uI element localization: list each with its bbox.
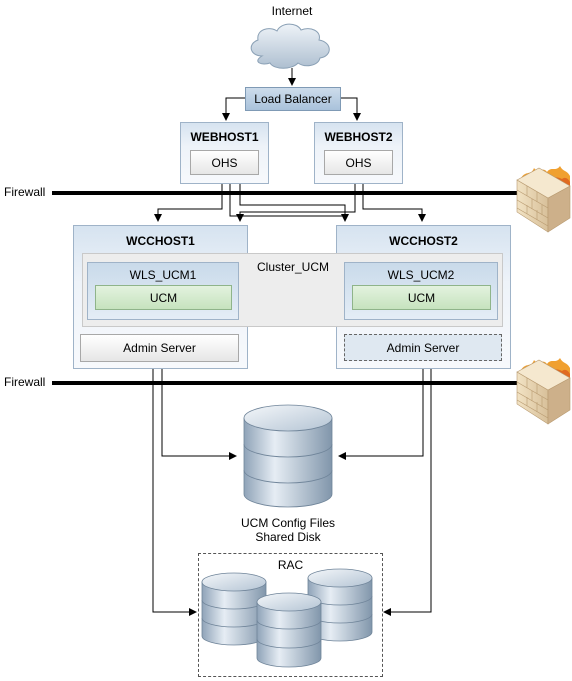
wls-ucm1-box: WLS_UCM1 UCM bbox=[87, 262, 239, 320]
webhost2-title: WEBHOST2 bbox=[324, 130, 393, 144]
lb-to-webhost1-arrow bbox=[222, 97, 245, 121]
wls-ucm2-title: WLS_UCM2 bbox=[387, 268, 455, 282]
firewall-icon bbox=[516, 166, 571, 233]
shared-disk-database-icon bbox=[243, 404, 333, 508]
load-balancer-label: Load Balancer bbox=[254, 92, 332, 106]
cluster-label: Cluster_UCM bbox=[256, 260, 329, 274]
load-balancer: Load Balancer bbox=[245, 87, 341, 111]
shared-disk-line2: Shared Disk bbox=[255, 530, 321, 544]
firewall-icon bbox=[516, 358, 571, 425]
internet-label: Internet bbox=[271, 4, 313, 18]
ucm1-box: UCM bbox=[95, 285, 232, 310]
wcchost1-title: WCCHOST1 bbox=[126, 234, 195, 248]
ucm1-label: UCM bbox=[149, 290, 178, 305]
firewall-label-1: Firewall bbox=[4, 185, 46, 199]
internet-cloud-icon bbox=[250, 23, 330, 69]
wcchost2-title: WCCHOST2 bbox=[389, 234, 458, 248]
webhost2-ohs: OHS bbox=[324, 150, 393, 175]
shared-disk-line1: UCM Config Files bbox=[240, 516, 336, 530]
ohs-to-wcchost-arrows bbox=[154, 180, 426, 222]
ucm2-box: UCM bbox=[352, 285, 491, 310]
admin-server-2-standby: Admin Server bbox=[344, 334, 502, 361]
shared-disk-label: UCM Config Files Shared Disk bbox=[228, 516, 348, 544]
wls-ucm1-title: WLS_UCM1 bbox=[129, 268, 197, 282]
admin-server-1: Admin Server bbox=[80, 334, 239, 362]
webhost2-ohs-label: OHS bbox=[345, 155, 372, 170]
firewall-label-2: Firewall bbox=[4, 375, 46, 389]
rac-label: RAC bbox=[277, 558, 304, 572]
rac-group: RAC bbox=[198, 553, 383, 677]
webhost1-ohs-label: OHS bbox=[211, 155, 238, 170]
wcchost-to-storage-arrows bbox=[152, 367, 432, 616]
admin-server-2-label: Admin Server bbox=[386, 340, 460, 355]
webhost1-ohs: OHS bbox=[190, 150, 259, 175]
webhost1-title: WEBHOST1 bbox=[190, 130, 259, 144]
wls-ucm2-box: WLS_UCM2 UCM bbox=[344, 262, 498, 320]
webhost1-box: WEBHOST1 OHS bbox=[180, 122, 269, 184]
rac-database-icon bbox=[256, 592, 322, 668]
webhost2-box: WEBHOST2 OHS bbox=[314, 122, 403, 184]
lb-to-webhost2-arrow bbox=[340, 97, 361, 121]
admin-server-1-label: Admin Server bbox=[123, 341, 196, 355]
ucm2-label: UCM bbox=[407, 290, 436, 305]
